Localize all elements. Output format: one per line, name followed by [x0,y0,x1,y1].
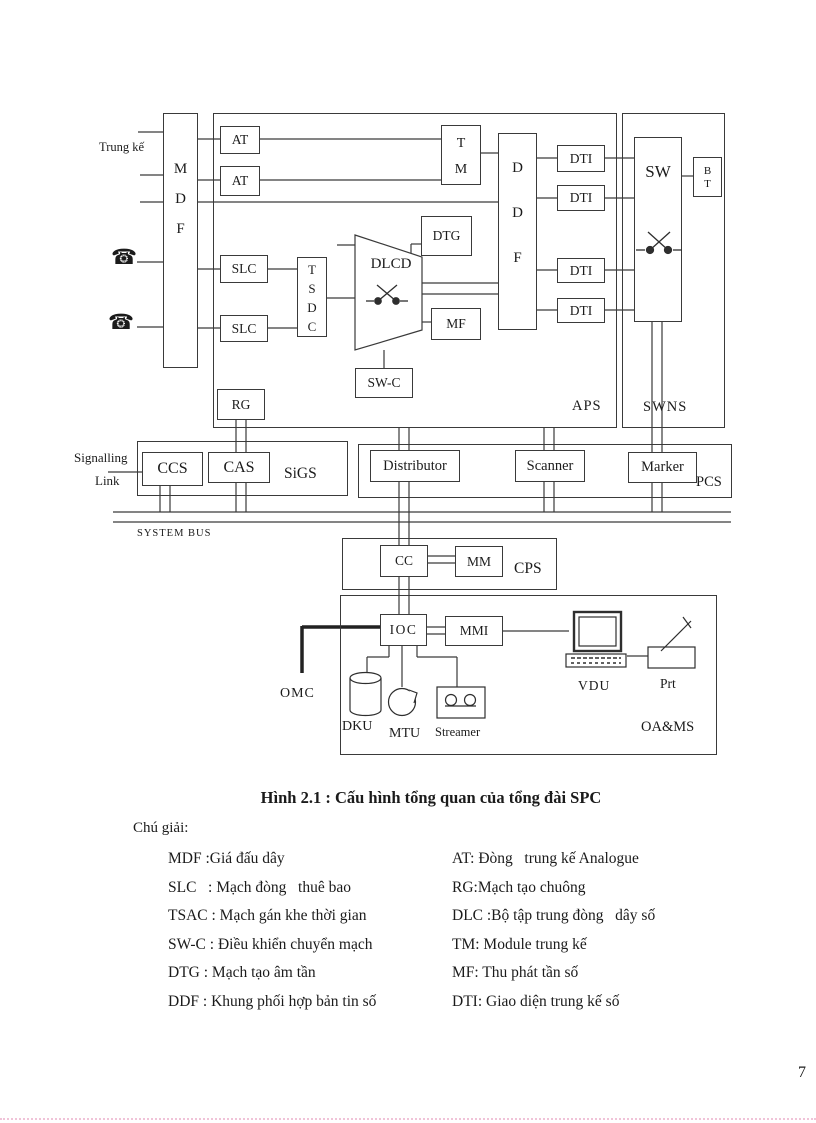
scanner-block: Scanner [515,450,585,482]
trung-ke-label: Trung kế [99,140,145,154]
legend-right-1: AT: Đòng trung kế Analogue [452,850,639,867]
legend-left-1: MDF :Giá đấu dây [168,850,285,867]
mmi-block: MMI [445,616,503,646]
dtg-block: DTG [421,216,472,256]
bt-block: B T [693,157,722,197]
cps-label: CPS [514,560,542,577]
distributor-block: Distributor [370,450,460,482]
dku-label: DKU [342,719,373,734]
page-footer-divider [0,1118,816,1120]
oams-container [340,595,717,755]
sigs-label: SiGS [284,465,317,482]
crossed-switch-icon [366,284,408,305]
tape-unit-icon [387,687,418,717]
phone-icon: ☎ [108,310,135,334]
dti-block-2: DTI [557,185,605,211]
tm-block: T M [441,125,481,185]
pcs-label: PCS [696,474,722,490]
ddf-block: D D F [498,133,537,330]
crossed-switch-icon [636,231,682,255]
disk-unit-icon [349,671,382,717]
slc-block-2: SLC [220,315,268,342]
link-label: Link [95,473,120,488]
slc-block-1: SLC [220,255,268,283]
legend-left-6: DDF : Khung phối hợp bản tin số [168,993,377,1010]
dlcd-label: DLCD [370,256,412,272]
streamer-cassette-icon [436,686,486,719]
legend-left-5: DTG : Mạch tạo âm tần [168,964,316,981]
legend-left-2: SLC : Mạch đòng thuê bao [168,879,351,896]
swc-block: SW-C [355,368,413,398]
legend-left-3: TSAC : Mạch gán khe thời gian [168,907,367,924]
oams-label: OA&MS [641,719,695,735]
phone-icon: ☎ [111,245,138,269]
swns-container [622,113,725,428]
sw-block: SW [634,137,682,322]
dti-block-4: DTI [557,298,605,323]
aps-label: APS [572,398,602,414]
omc-label: OMC [280,686,315,701]
legend-right-5: MF: Thu phát tần số [452,964,579,981]
mf-block: MF [431,308,481,340]
legend-left-4: SW-C : Điều khiển chuyển mạch [168,936,373,953]
figure-caption: Hình 2.1 : Cấu hình tổng quan của tổng đ… [260,788,602,807]
mdf-block: M D F [163,113,198,368]
legend-right-3: DLC :Bộ tập trung đòng dây số [452,907,656,924]
ccs-block: CCS [142,452,203,486]
vdu-terminal-icon [565,610,627,668]
at-block-2: AT [220,166,260,196]
mm-block: MM [455,546,503,577]
aps-container [213,113,617,428]
rg-block: RG [217,389,265,420]
page-number: 7 [798,1064,806,1081]
ioc-block: IOC [380,614,427,646]
system-bus-label: SYSTEM BUS [137,528,212,539]
printer-icon [647,616,696,669]
at-block-1: AT [220,126,260,154]
cc-block: CC [380,545,428,577]
marker-block: Marker [628,452,697,483]
pcs-container [358,444,732,498]
cas-block: CAS [208,452,270,483]
tsdc-block: T S D C [297,257,327,337]
omc-link-line [300,625,380,673]
legend-right-4: TM: Module trung kế [452,936,587,953]
signalling-label: Signalling [74,450,128,465]
dti-block-3: DTI [557,258,605,283]
prt-label: Prt [660,676,676,691]
mtu-label: MTU [389,726,421,741]
sigs-container [137,441,348,496]
legend-heading: Chú giải: [133,820,189,836]
streamer-label: Streamer [435,725,481,739]
vdu-label: VDU [578,678,611,693]
dti-block-1: DTI [557,145,605,172]
swns-label: SWNS [643,399,688,415]
legend-right-2: RG:Mạch tạo chuông [452,879,586,896]
legend-right-6: DTI: Giao diện trung kế số [452,993,620,1010]
cps-container [342,538,557,590]
